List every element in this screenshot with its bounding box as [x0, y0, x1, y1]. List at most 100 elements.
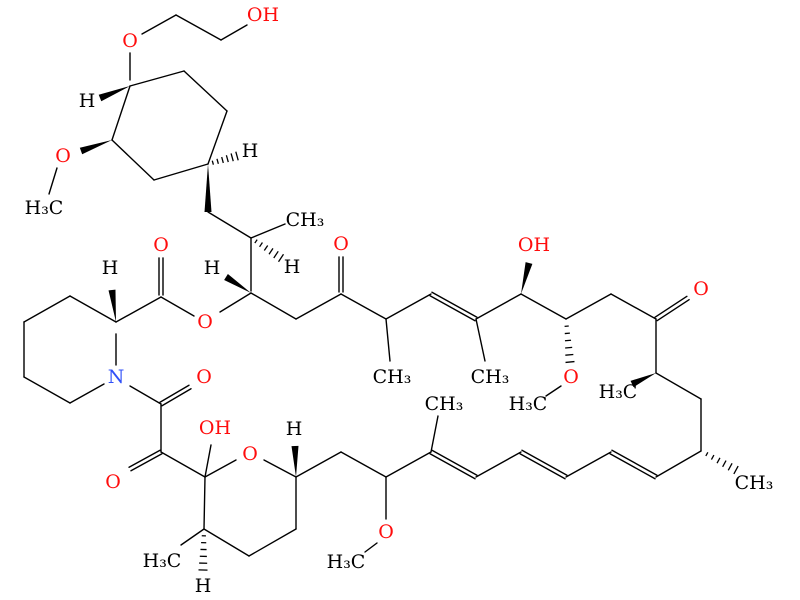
atom-label-ketone-o-right: O: [693, 278, 709, 300]
bond-single: [520, 293, 567, 320]
bond-wedge: [224, 274, 251, 293]
bond-single: [565, 293, 612, 320]
bond-double: [654, 295, 688, 319]
bond-single: [160, 451, 206, 478]
atom-label-ch3-mid-left: CH₃: [373, 366, 412, 388]
bond-single: [248, 528, 297, 557]
bond-single: [204, 444, 212, 478]
bond-single: [115, 296, 162, 323]
bond-single: [475, 451, 522, 478]
bond-hash-tick: [263, 245, 269, 251]
bond-double: [611, 449, 658, 476]
bond-double: [521, 449, 568, 476]
atom-label-pyran-ring-o: O: [242, 443, 258, 465]
atom-label-ch3-vinyl-mid: CH₃: [471, 366, 510, 388]
bond-double: [429, 453, 476, 480]
bond-double: [130, 453, 163, 472]
bond-single: [129, 385, 162, 405]
atom-label-ester-o: O: [197, 311, 213, 333]
bond-hash-tick: [277, 253, 285, 263]
atom-label-h-ester-carbon: H: [204, 257, 221, 279]
bond-hash-tick: [235, 151, 239, 161]
bond-single: [295, 451, 342, 478]
atom-label-ester-carbonyl-o: O: [153, 234, 169, 256]
atom-label-h-sidechain: H: [284, 256, 301, 278]
bond-hash-tick: [565, 360, 575, 364]
bond-single: [475, 293, 522, 320]
bond-wedge: [291, 445, 299, 477]
bond-single: [207, 211, 252, 239]
atom-label-methoxy-ch3-bottom: H₃C: [327, 551, 366, 573]
bond-single: [129, 70, 185, 87]
bond-double: [431, 291, 478, 318]
bond-hash-tick: [716, 457, 721, 464]
atom-label-hydroxyl-terminal: OH: [247, 4, 279, 26]
bond-single: [250, 292, 297, 320]
bond-wedge: [79, 140, 112, 155]
bond-hash-tick: [230, 153, 234, 162]
atom-label-ch3-sidechain: CH₃: [286, 209, 325, 231]
atom-label-ether-o-top: O: [122, 30, 138, 52]
bond-hash-tick: [268, 248, 274, 255]
bond-single: [430, 415, 439, 453]
bond-hash-tick: [221, 156, 224, 164]
atom-label-ch3-right-hash: CH₃: [735, 472, 774, 494]
atom-label-methoxy-o-mid: O: [563, 366, 579, 388]
bond-single: [385, 451, 432, 478]
bond-hash-tick: [211, 160, 215, 165]
atom-label-methoxy-o-cyclohexyl: O: [55, 145, 71, 167]
bond-hash-tick: [225, 155, 229, 163]
atom-label-hemiketal-oh: OH: [199, 417, 231, 439]
bond-hash-tick: [727, 462, 733, 471]
atom-label-ch3-pyran: H₃C: [143, 550, 182, 572]
atom-label-methoxy-ch3-cyclohexyl: H₃C: [25, 197, 64, 219]
bond-single: [263, 459, 297, 478]
atom-label-ch3-right-wedge: H₃C: [599, 381, 638, 403]
bond-single: [385, 318, 391, 362]
bond-wedge: [204, 164, 212, 212]
bond-single: [153, 163, 209, 181]
bond-hash-tick: [259, 242, 263, 248]
bond-wedge: [98, 86, 130, 102]
bond-hash-tick: [254, 239, 258, 244]
atom-label-ch3-triene-end: CH₃: [425, 393, 464, 415]
bond-single: [23, 376, 71, 404]
atom-label-h-pipecolate: H: [102, 257, 119, 279]
bond-hash-tick: [710, 454, 715, 460]
bond-single: [565, 451, 612, 478]
bond-single: [340, 293, 387, 320]
bond-single: [203, 528, 250, 557]
bond-single: [69, 295, 117, 323]
bond-single: [250, 223, 286, 239]
atom-label-methoxy-o-bottom: O: [378, 521, 394, 543]
bond-single: [204, 459, 237, 478]
bond-wedge: [108, 289, 116, 322]
bond-single: [610, 293, 657, 320]
bond-hash-tick: [273, 250, 279, 259]
bond-single: [183, 70, 228, 112]
atom-label-oh-upper-right: OH: [518, 234, 550, 256]
bond-single: [385, 293, 432, 320]
bond-hash-tick: [722, 460, 727, 468]
bond-double: [609, 453, 656, 480]
bond-single: [141, 14, 177, 35]
bond-hash-tick: [564, 339, 572, 342]
atom-label-ketone-o-left: O: [333, 233, 349, 255]
bond-double: [161, 388, 192, 407]
bond-single: [545, 385, 562, 397]
bond-single: [207, 110, 228, 165]
atom-label-h-cyclohexyl-right: H: [242, 140, 259, 162]
bond-single: [220, 24, 248, 41]
bond-double: [519, 453, 566, 480]
bond-double: [128, 449, 161, 468]
bond-hash-tick: [705, 452, 709, 457]
bond-single: [48, 167, 58, 195]
bond-hash-tick: [733, 465, 739, 475]
bond-single: [655, 450, 702, 478]
bond-single: [180, 528, 205, 546]
bond-single: [475, 318, 486, 362]
bond-hash-tick: [565, 353, 574, 356]
bond-double: [159, 384, 190, 403]
